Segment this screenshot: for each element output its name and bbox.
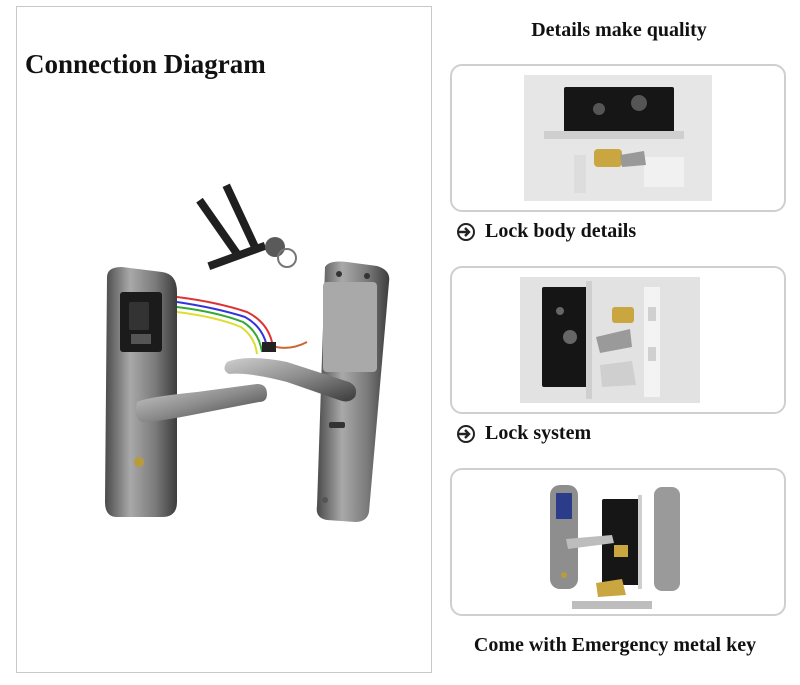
lock-system-caption: Lock system (455, 422, 591, 445)
back-plate-graphic (224, 261, 390, 522)
full-lock-set-image (542, 479, 702, 613)
fingerprint-lock-front-graphic (105, 267, 267, 517)
lock-body-caption: Lock body details (455, 220, 636, 243)
details-header: Details make quality (531, 19, 707, 41)
connection-diagram-image (105, 183, 390, 522)
lock-body-caption-text: Lock body details (485, 220, 637, 242)
circle-arrow-right-icon (457, 222, 475, 241)
keys-graphic (196, 183, 297, 271)
circle-arrow-right-icon (457, 424, 475, 443)
connection-diagram-panel: Connection Diagram (16, 6, 432, 673)
lock-system-caption-text: Lock system (485, 422, 592, 444)
lock-body-image (524, 75, 712, 201)
emergency-key-caption: Come with Emergency metal key (473, 634, 757, 656)
full-lock-set-card (450, 468, 786, 616)
wires-graphic (176, 296, 308, 355)
connection-diagram-title: Connection Diagram (25, 49, 266, 79)
lock-system-image (520, 277, 700, 403)
lock-system-card (450, 266, 786, 414)
lock-body-card (450, 64, 786, 212)
